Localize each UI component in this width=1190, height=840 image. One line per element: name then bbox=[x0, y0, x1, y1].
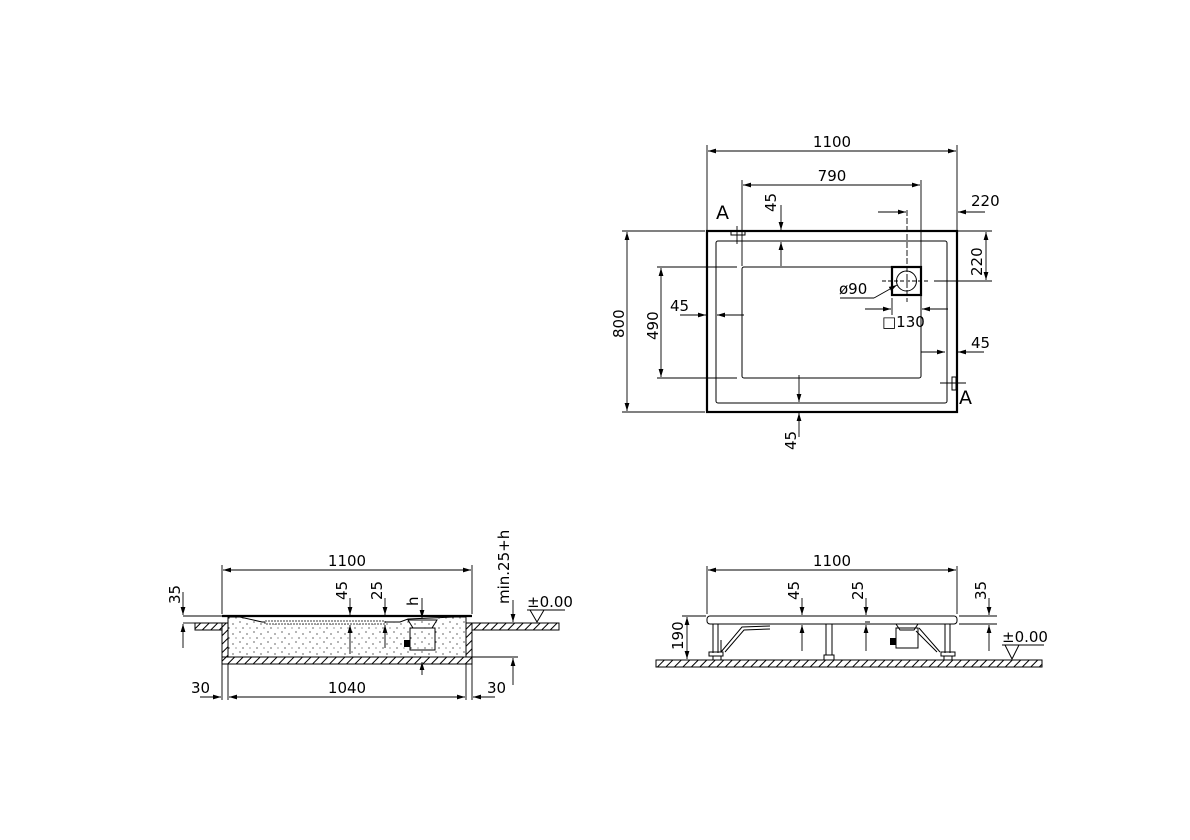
dim-legs-depth-b: 25 bbox=[849, 581, 867, 600]
dim-inner-width: 790 bbox=[818, 167, 847, 185]
dim-drain-offset-x: 220 bbox=[971, 192, 1000, 210]
dim-drain-h: h bbox=[404, 596, 422, 606]
dim-overall-depth: 800 bbox=[610, 309, 628, 338]
section-mark-bottom: A bbox=[959, 387, 972, 409]
tray-rim-inner bbox=[715, 240, 948, 404]
floor-level-label: ±0.00 bbox=[527, 593, 573, 611]
tray-floor bbox=[741, 266, 922, 379]
dim-legs-depth-a: 45 bbox=[785, 581, 803, 600]
dim-rim-left: 45 bbox=[670, 297, 689, 315]
dim-legs-rim-height: 35 bbox=[972, 581, 990, 600]
section-legs-view: 1100 45 25 35 190 ±0.00 bbox=[655, 552, 1048, 668]
plan-view: 1100 790 45 A A 220 220 ø90 □13 bbox=[610, 133, 1000, 450]
dim-overall-width: 1100 bbox=[813, 133, 851, 151]
section-mark-top: A bbox=[716, 202, 729, 224]
dim-legs-overall-width: 1100 bbox=[813, 552, 851, 570]
dim-wall-right: 30 bbox=[487, 679, 506, 697]
dim-rim-top: 45 bbox=[762, 193, 780, 212]
legs-floor-level-label: ±0.00 bbox=[1002, 628, 1048, 646]
dim-wall-left: 30 bbox=[191, 679, 210, 697]
section-installed-view: 1100 35 45 25 h min.25+h ±0.00 30 bbox=[166, 530, 573, 700]
dim-legs-total-height: 190 bbox=[669, 621, 687, 650]
dim-section-overall-width: 1100 bbox=[328, 552, 366, 570]
dim-section-depth-b: 25 bbox=[368, 581, 386, 600]
dim-drain-diameter: ø90 bbox=[839, 280, 867, 298]
dim-inner-depth: 490 bbox=[644, 311, 662, 340]
dim-drain-offset-y: 220 bbox=[968, 247, 986, 276]
dim-section-rim-height: 35 bbox=[166, 585, 184, 604]
tray-outline bbox=[705, 229, 959, 414]
dim-min-height: min.25+h bbox=[495, 530, 513, 604]
dim-rim-bottom: 45 bbox=[782, 431, 800, 450]
dim-drain-square: □130 bbox=[882, 313, 925, 331]
dim-rim-right: 45 bbox=[971, 334, 990, 352]
dim-inner-width-1040: 1040 bbox=[328, 679, 366, 697]
dim-section-depth-a: 45 bbox=[333, 581, 351, 600]
